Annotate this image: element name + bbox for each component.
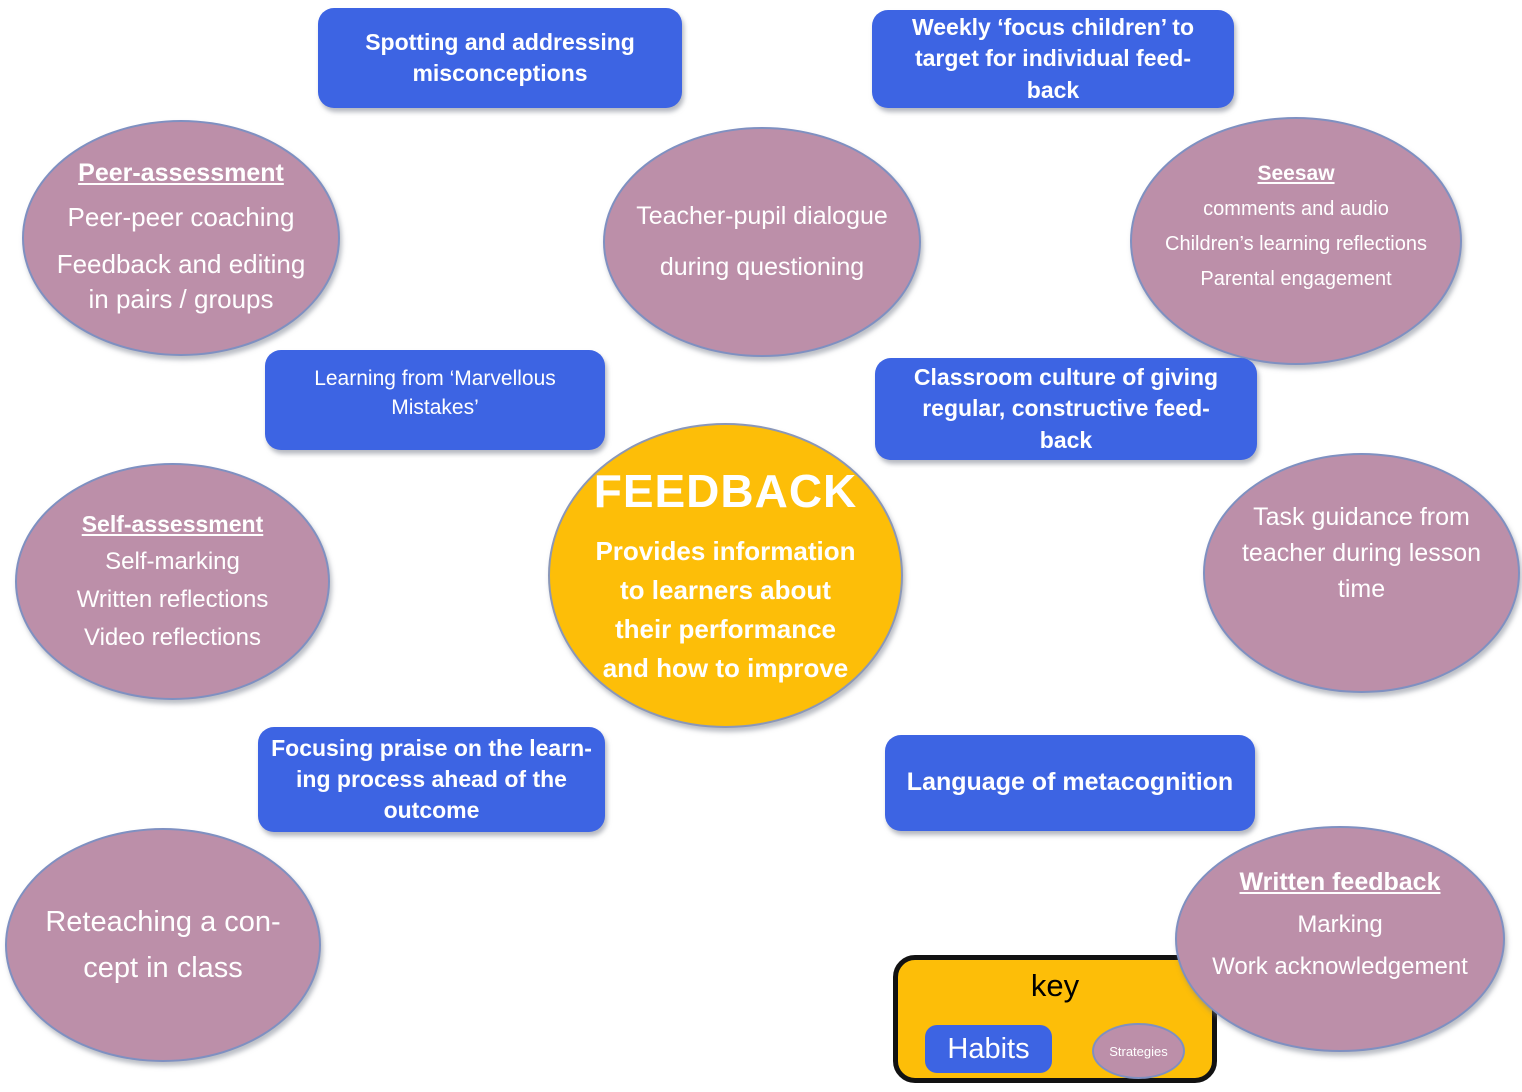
strategy-line: Video reflections: [84, 624, 261, 651]
habit-classroom-culture: Classroom culture of giving regular, con…: [875, 358, 1257, 460]
habit-label: Classroom culture of giving regular, con…: [913, 364, 1219, 453]
strategy-task-guidance: Task guidance from teacher during lesson…: [1203, 453, 1520, 693]
key-legend: key Habits Strategies: [893, 955, 1217, 1083]
strategy-line: Reteaching a con- cept in class: [45, 905, 281, 984]
strategy-line: Feedback and editing in pairs / groups: [56, 248, 306, 314]
strategy-line: Work acknowledgement: [1212, 952, 1468, 980]
habit-marvellous-mistakes: Learning from ‘Marvellous Mistakes’: [265, 350, 605, 450]
strategy-heading: Written feedback: [1239, 867, 1441, 896]
strategy-line: comments and audio: [1203, 197, 1389, 220]
habit-label: Focusing praise on the learn- ing proces…: [271, 734, 592, 824]
key-habits-swatch: Habits: [925, 1025, 1052, 1073]
central-title: FEEDBACK: [593, 464, 858, 517]
habit-weekly-focus-children: Weekly ‘focus children’ to target for in…: [872, 10, 1234, 108]
strategy-heading: Self-assessment: [81, 511, 264, 537]
strategy-line: Self-marking: [105, 548, 240, 575]
strategy-heading: Peer-assessment: [78, 158, 284, 187]
central-feedback-node: FEEDBACK Provides information to learner…: [548, 423, 903, 728]
strategy-line: Marking: [1297, 910, 1383, 938]
habit-label: Spotting and addressing misconceptions: [365, 28, 635, 86]
strategy-line: during questioning: [659, 253, 865, 281]
habit-spotting-misconceptions: Spotting and addressing misconceptions: [318, 8, 682, 108]
strategy-peer-assessment: Peer-assessment Peer-peer coaching Feedb…: [22, 120, 340, 356]
habit-language-of-metacognition: Language of metacognition: [885, 735, 1255, 831]
strategy-line: Peer-peer coaching: [67, 201, 295, 232]
strategy-line: Task guidance from teacher during lesson…: [1241, 502, 1482, 604]
strategy-line: Parental engagement: [1200, 267, 1392, 290]
central-description: Provides information to learners about t…: [595, 535, 856, 683]
strategy-heading: Seesaw: [1257, 161, 1335, 185]
key-habits-label: Habits: [947, 1032, 1030, 1065]
key-strategies-swatch: Strategies: [1092, 1023, 1185, 1079]
habit-label: Language of metacognition: [906, 768, 1234, 797]
strategy-line: Children’s learning reflections: [1165, 232, 1427, 255]
habit-label: Weekly ‘focus children’ to target for in…: [911, 14, 1195, 103]
strategy-teacher-pupil-dialogue: Teacher-pupil dialogue during questionin…: [603, 127, 921, 357]
habit-label: Learning from ‘Marvellous Mistakes’: [314, 367, 556, 420]
key-strategies-label: Strategies: [1109, 1043, 1168, 1059]
strategy-written-feedback: Written feedback Marking Work acknowledg…: [1175, 826, 1505, 1052]
strategy-seesaw: Seesaw comments and audio Children’s lea…: [1130, 117, 1462, 365]
habit-focusing-praise: Focusing praise on the learn- ing proces…: [258, 727, 605, 832]
strategy-line: Written reflections: [76, 586, 269, 613]
strategy-reteaching-concept: Reteaching a con- cept in class: [5, 828, 321, 1062]
strategy-self-assessment: Self-assessment Self-marking Written ref…: [15, 463, 330, 700]
strategy-line: Teacher-pupil dialogue: [636, 202, 888, 230]
key-title: key: [1030, 968, 1080, 1003]
